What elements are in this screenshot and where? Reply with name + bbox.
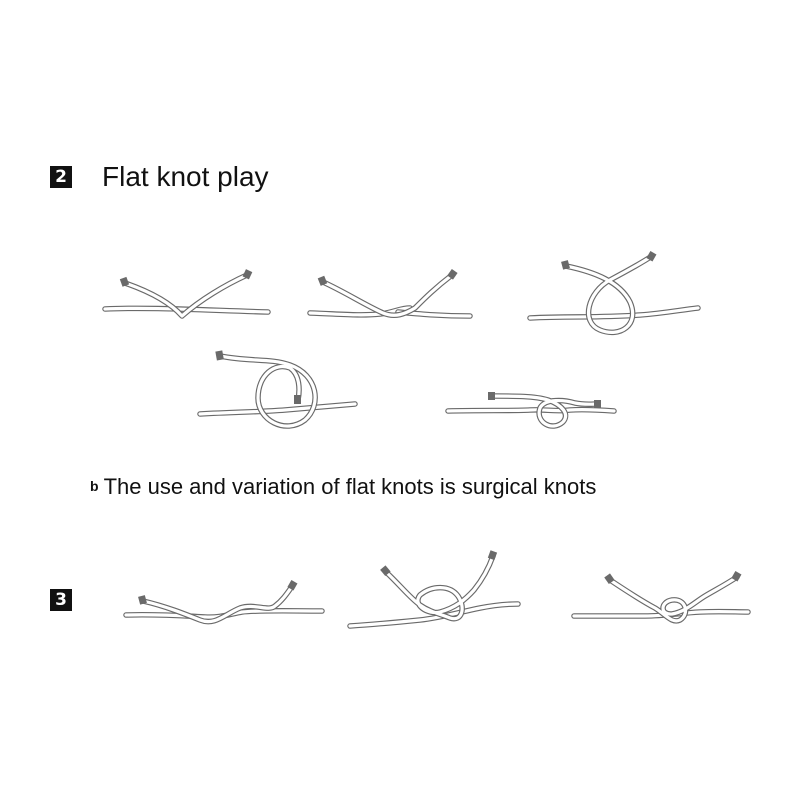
knot-step2-figure2: [307, 269, 473, 319]
knot-step3-figure3: [571, 571, 751, 624]
knot-step2-figure4: [197, 350, 358, 429]
knot-step3-figure1: [123, 580, 325, 625]
knot-step2-figure1: [102, 269, 271, 319]
knot-step2-figure3: [527, 251, 701, 336]
caption-text: The use and variation of flat knots is s…: [103, 474, 597, 499]
section-title: Flat knot play: [102, 161, 269, 192]
step-3-badge: 3: [50, 589, 72, 611]
step-2-badge: 2: [50, 166, 72, 188]
knot-step3-figure2: [347, 550, 521, 629]
caption-letter: b: [90, 478, 99, 494]
knot-step2-figure5: [445, 392, 617, 429]
